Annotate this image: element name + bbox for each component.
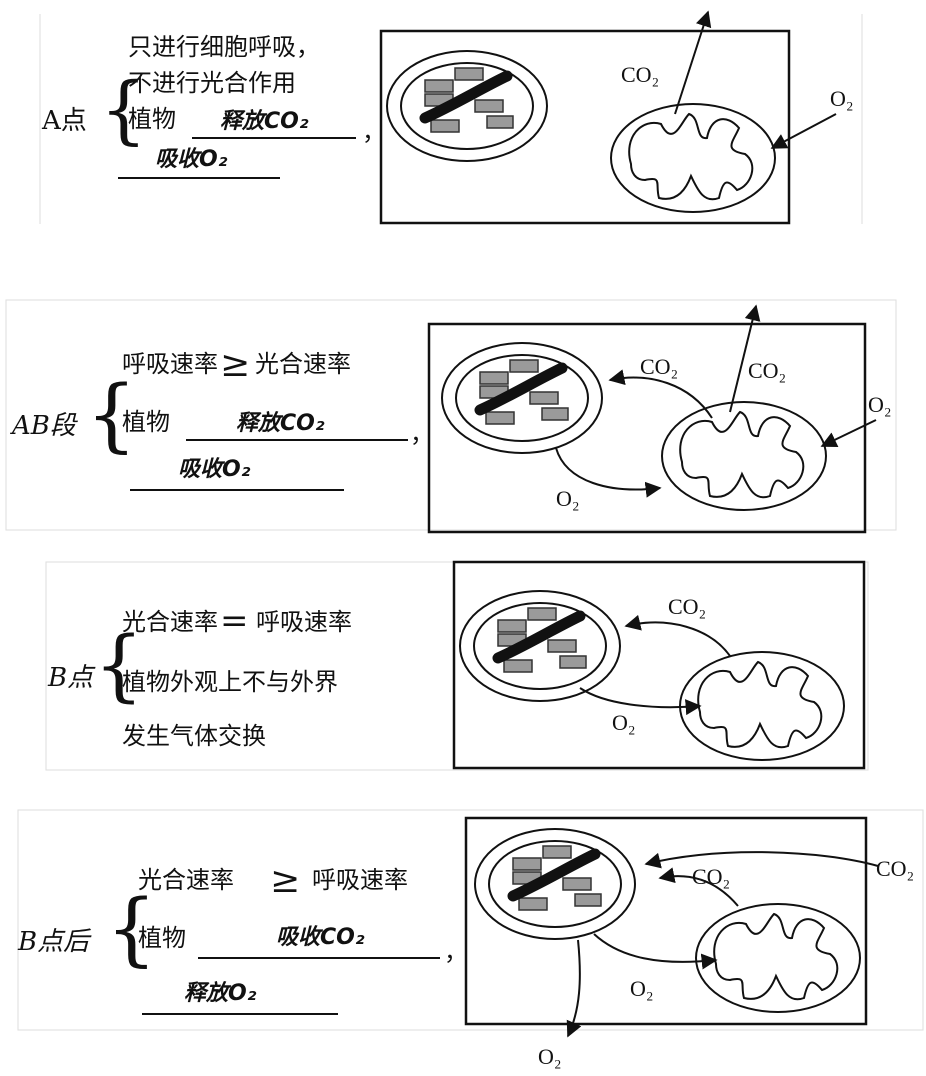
- panel-ab-comma: ，: [410, 420, 434, 448]
- panel-ab-line-2: 光合速率: [255, 350, 351, 378]
- o2-in-label: O₂: [868, 392, 892, 417]
- panel-b-line-2: 呼吸速率: [256, 608, 352, 636]
- co2-in-arrow: [644, 851, 879, 869]
- panel-b-line-3: 植物外观上不与外界: [122, 668, 338, 696]
- o2-to-mitochondrion-label: O₂: [630, 976, 654, 1001]
- co2-out-label: CO₂: [748, 358, 786, 383]
- panel-b-frame: [452, 560, 866, 770]
- panel-b-brace: {: [94, 621, 144, 711]
- o2-to-mitochondrion-arrow: [555, 447, 662, 498]
- co2-to-chloroplast-label: CO₂: [692, 864, 730, 889]
- panel-a: A点 { 只进行细胞呼吸， 不进行光合作用 植物 释放CO₂ ， 吸收O₂ CO…: [39, 10, 863, 225]
- panel-ab-relation: ≥: [220, 344, 250, 385]
- chloroplast-icon: [387, 51, 547, 161]
- panel-ab: AB段 { 呼吸速率 ≥ 光合速率 植物 释放CO₂ ， 吸收O₂ CO₂ CO…: [5, 299, 897, 534]
- chloroplast-icon: [442, 343, 602, 453]
- panel-after-b-answer-1: 吸收CO₂: [276, 925, 365, 950]
- o2-to-mitochondrion-label: O₂: [556, 486, 580, 511]
- panel-after-b: B点后 { 光合速率 ≥ 呼吸速率 植物 吸收CO₂ ， 释放O₂ CO₂ CO…: [17, 809, 924, 1069]
- panel-after-b-line-3: 植物: [138, 924, 186, 952]
- co2-out-label: CO₂: [621, 62, 659, 87]
- panel-b: B点 { 光合速率 = 呼吸速率 植物外观上不与外界 发生气体交换 CO₂ O₂: [45, 560, 869, 771]
- co2-out-arrow: [729, 304, 761, 413]
- panel-after-b-line-1: 光合速率: [138, 866, 234, 894]
- panel-after-b-comma: ，: [444, 938, 468, 966]
- o2-out-label: O₂: [538, 1044, 562, 1069]
- panel-a-line-1: 只进行细胞呼吸，: [128, 33, 320, 61]
- panel-after-b-frame: [464, 816, 868, 1026]
- mitochondrion-icon: [661, 401, 827, 511]
- panel-after-b-relation: ≥: [270, 860, 300, 901]
- panel-a-comma: ，: [362, 118, 386, 146]
- co2-to-chloroplast-label: CO₂: [668, 594, 706, 619]
- mitochondrion-icon: [610, 103, 776, 213]
- o2-in-label: O₂: [830, 86, 854, 111]
- o2-out-arrow: [566, 939, 582, 1038]
- panel-ab-answer-2: 吸收O₂: [178, 457, 251, 482]
- panel-ab-frame: [427, 322, 867, 534]
- co2-to-chloroplast-label: CO₂: [640, 354, 678, 379]
- chloroplast-icon: [475, 829, 635, 939]
- co2-in-label: CO₂: [876, 856, 914, 881]
- panel-b-line-1: 光合速率: [122, 608, 218, 636]
- o2-in-arrow: [770, 113, 837, 149]
- panel-ab-line-3: 植物: [122, 408, 170, 436]
- panel-b-label: B点: [47, 663, 96, 693]
- panel-ab-line-1: 呼吸速率: [122, 350, 218, 378]
- panel-after-b-line-2: 呼吸速率: [312, 866, 408, 894]
- panel-after-b-answer-2: 释放O₂: [184, 980, 257, 1006]
- o2-in-arrow: [820, 419, 877, 447]
- panel-a-frame: [379, 29, 791, 225]
- o2-to-mitochondrion-arrow: [579, 687, 702, 716]
- co2-to-chloroplast-arrow: [608, 369, 713, 419]
- mitochondrion-icon: [695, 903, 861, 1013]
- panel-ab-brace: {: [86, 368, 137, 461]
- panel-a-line-3: 植物: [128, 105, 176, 133]
- o2-to-mitochondrion-arrow: [593, 933, 718, 970]
- panel-b-relation: =: [220, 601, 249, 641]
- co2-out-arrow: [674, 10, 712, 115]
- panel-a-answer-2: 吸收O₂: [155, 147, 228, 172]
- o2-to-mitochondrion-label: O₂: [612, 710, 636, 735]
- panel-after-b-label: B点后: [17, 927, 92, 957]
- panel-b-line-4: 发生气体交换: [122, 722, 266, 750]
- co2-to-chloroplast-arrow: [658, 867, 739, 907]
- co2-to-chloroplast-arrow: [624, 614, 731, 657]
- chloroplast-icon: [460, 591, 620, 701]
- panel-a-answer-1: 释放CO₂: [220, 108, 309, 134]
- panel-ab-answer-1: 释放CO₂: [236, 410, 325, 436]
- panel-a-line-2: 不进行光合作用: [128, 69, 296, 97]
- panel-a-label: A点: [41, 106, 87, 136]
- panel-a-brace: {: [100, 67, 147, 153]
- panel-ab-label: AB段: [10, 411, 79, 441]
- panel-after-b-brace: {: [106, 882, 157, 975]
- mitochondrion-icon: [679, 651, 845, 761]
